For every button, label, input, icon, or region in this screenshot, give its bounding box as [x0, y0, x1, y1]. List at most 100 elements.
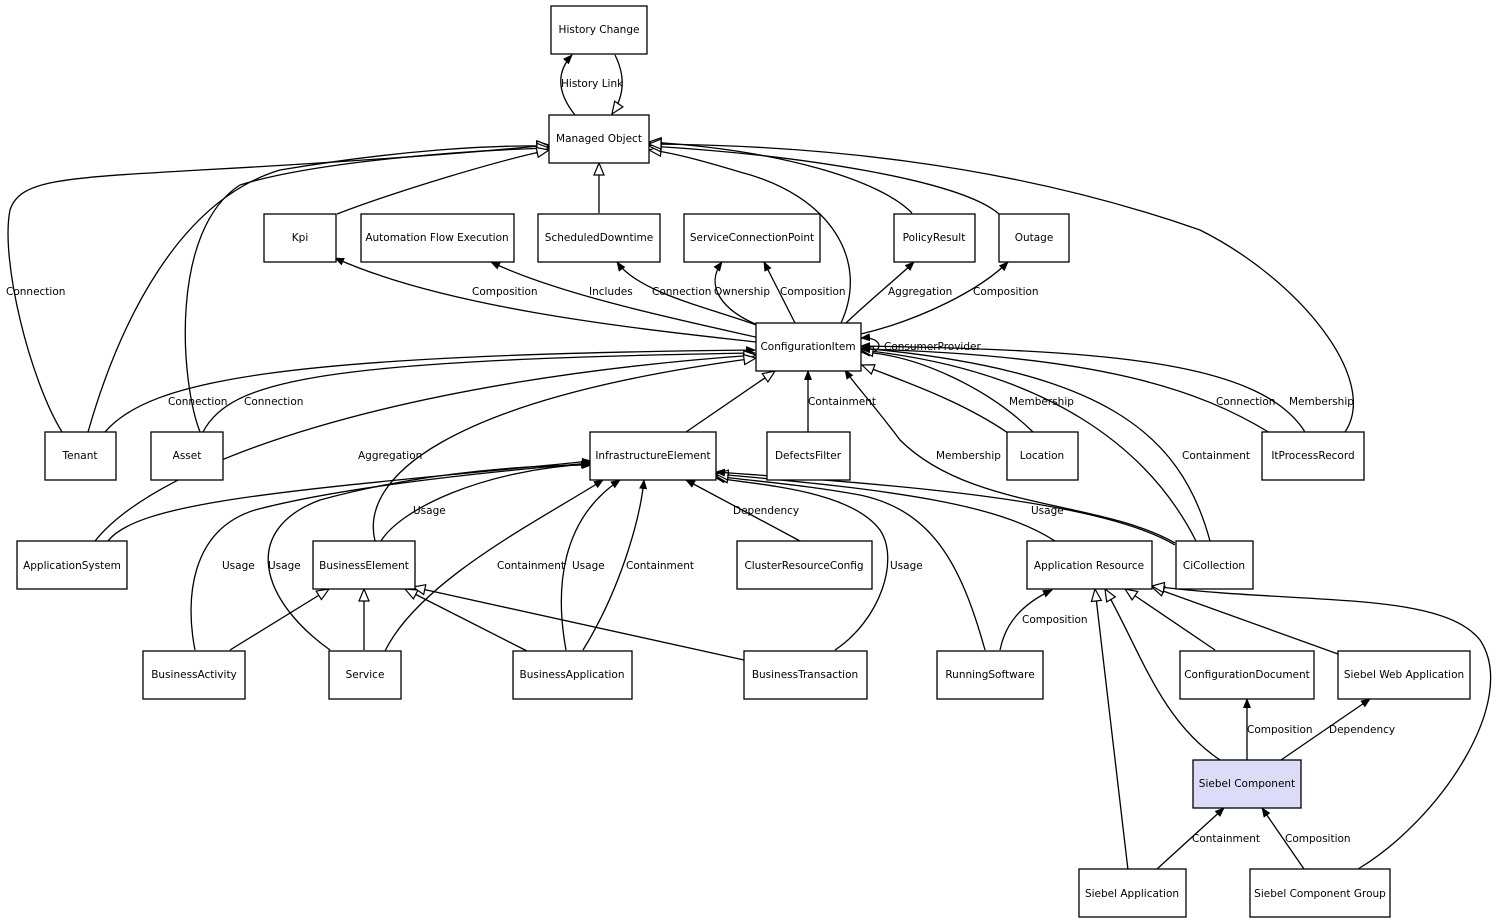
edge-tenant-ci-connection [104, 346, 756, 433]
edge-asset-managed-object [184, 148, 549, 433]
edges [7, 54, 1492, 871]
edge-busact-busel-generalization [229, 589, 329, 651]
node-outage[interactable]: Outage [998, 213, 1070, 263]
edge-itprocess-managed-object [649, 144, 1355, 433]
node-label: Service [346, 669, 385, 681]
node-label: Kpi [292, 232, 308, 244]
edge-busapp-busel-generalization [405, 589, 528, 652]
node-label: Application Resource [1034, 560, 1144, 572]
node-asset[interactable]: Asset [150, 431, 224, 481]
edge-siebelcomp-siebelweb-dependency [1280, 698, 1371, 761]
edge-composition-outage [860, 261, 1009, 335]
edge-cicoll-ci-containment [860, 344, 1211, 542]
edge-bustrans-infra-usage [715, 475, 889, 651]
edge-siebelgroup-appres-generalization [1152, 586, 1492, 870]
edge-siebelgroup-siebelcomp-composition [1261, 807, 1305, 870]
edge-label-membership: Membership [1009, 396, 1074, 408]
edge-outage-managed-object [649, 146, 1000, 215]
edge-label-containment: Containment [808, 396, 876, 408]
edge-label-composition: Composition [973, 286, 1039, 298]
edge-labels: History Link Connection Composition Incl… [6, 78, 1395, 845]
edge-label-containment: Containment [1192, 833, 1260, 845]
edge-tenant-managed-object-2 [87, 146, 549, 433]
node-cluster-resource-config[interactable]: ClusterResourceConfig [736, 540, 873, 590]
node-siebel-application[interactable]: Siebel Application [1078, 868, 1187, 918]
edge-appsystem-ci-generalization [94, 355, 756, 542]
node-service-connection-point[interactable]: ServiceConnectionPoint [683, 213, 821, 263]
edge-label-consumer-provider: ConsumerProvider [884, 341, 981, 353]
edge-service-infra-usage [267, 461, 592, 651]
edge-configdoc-appres-generalization [1125, 589, 1216, 651]
node-label: Tenant [62, 450, 98, 462]
edge-tenant-managed-object [7, 145, 549, 433]
edge-policy-managed-object [649, 142, 913, 214]
node-ci-collection[interactable]: CiCollection [1175, 540, 1254, 590]
node-business-application[interactable]: BusinessApplication [512, 650, 633, 700]
edge-location-ci-generalization [862, 365, 1009, 434]
node-managed-object[interactable]: Managed Object [548, 114, 650, 164]
node-defects-filter[interactable]: DefectsFilter [766, 431, 851, 481]
edge-history-change-generalization [612, 54, 622, 114]
node-running-software[interactable]: RunningSoftware [936, 650, 1044, 700]
edge-kpi-managed-object [336, 150, 549, 215]
node-it-process-record[interactable]: ItProcessRecord [1261, 431, 1365, 481]
edge-label-dependency: Dependency [1329, 724, 1395, 736]
edge-running-appres-composition [999, 589, 1053, 651]
edge-connection-scheduled [616, 261, 771, 331]
node-kpi[interactable]: Kpi [263, 213, 337, 263]
node-siebel-component[interactable]: Siebel Component [1192, 759, 1302, 809]
edge-busapp-infra-containment [582, 479, 648, 651]
node-business-transaction[interactable]: BusinessTransaction [743, 650, 868, 700]
node-business-element[interactable]: BusinessElement [312, 540, 416, 590]
node-application-system[interactable]: ApplicationSystem [16, 540, 128, 590]
edge-label-connection: Connection [168, 396, 227, 408]
edge-infra-ci-generalization [685, 371, 775, 433]
edge-label-membership: Membership [1289, 396, 1354, 408]
edge-label-composition: Composition [472, 286, 538, 298]
node-label: ItProcessRecord [1271, 450, 1354, 462]
node-infrastructure-element[interactable]: InfrastructureElement [589, 431, 717, 481]
edge-cluster-infra-dependency [685, 479, 801, 542]
edge-location-ci-membership [860, 348, 1034, 433]
node-configuration-document[interactable]: ConfigurationDocument [1179, 650, 1315, 700]
edge-siebelapp-appres-generalization [1095, 589, 1129, 871]
node-automation-flow-execution[interactable]: Automation Flow Execution [360, 213, 515, 263]
node-label: RunningSoftware [945, 669, 1034, 681]
edge-label-dependency: Dependency [733, 505, 799, 517]
edge-label-usage: Usage [268, 560, 301, 572]
edge-busel-infra-usage [380, 460, 591, 542]
node-label: History Change [559, 24, 640, 36]
edge-composition-scp [763, 261, 796, 324]
node-tenant[interactable]: Tenant [44, 431, 117, 481]
node-label: ScheduledDowntime [545, 232, 653, 244]
node-label: ClusterResourceConfig [744, 560, 863, 572]
node-siebel-web-application[interactable]: Siebel Web Application [1337, 650, 1471, 700]
edge-label-aggregation: Aggregation [888, 286, 952, 298]
node-service[interactable]: Service [328, 650, 402, 700]
node-label: DefectsFilter [775, 450, 842, 462]
node-application-resource[interactable]: Application Resource [1026, 540, 1153, 590]
node-location[interactable]: Location [1006, 431, 1079, 481]
edge-cicoll-ci-membership [844, 369, 1176, 544]
node-scheduled-downtime[interactable]: ScheduledDowntime [537, 213, 661, 263]
node-label: PolicyResult [903, 232, 966, 244]
edge-label-containment: Containment [497, 560, 565, 572]
edge-includes-automation [490, 261, 761, 339]
node-configuration-item[interactable]: ConfigurationItem [755, 322, 862, 372]
edge-label-connection: Connection [6, 286, 65, 298]
edge-siebelcomp-appres-generalization [1105, 589, 1221, 761]
edge-label-aggregation: Aggregation [358, 450, 422, 462]
edge-label-composition: Composition [780, 286, 846, 298]
edge-label-includes: Includes [589, 286, 633, 298]
node-policy-result[interactable]: PolicyResult [893, 213, 976, 263]
edge-bustrans-busel-generalization [413, 587, 745, 661]
node-label: BusinessTransaction [752, 669, 858, 681]
node-label: BusinessActivity [151, 669, 237, 681]
edge-label-usage: Usage [1031, 505, 1064, 517]
edge-siebelweb-appres-generalization [1152, 587, 1339, 655]
node-business-activity[interactable]: BusinessActivity [142, 650, 246, 700]
node-label: ConfigurationItem [760, 341, 855, 353]
node-history-change[interactable]: History Change [550, 5, 648, 55]
node-siebel-component-group[interactable]: Siebel Component Group [1249, 868, 1391, 918]
node-label: Outage [1015, 232, 1054, 244]
